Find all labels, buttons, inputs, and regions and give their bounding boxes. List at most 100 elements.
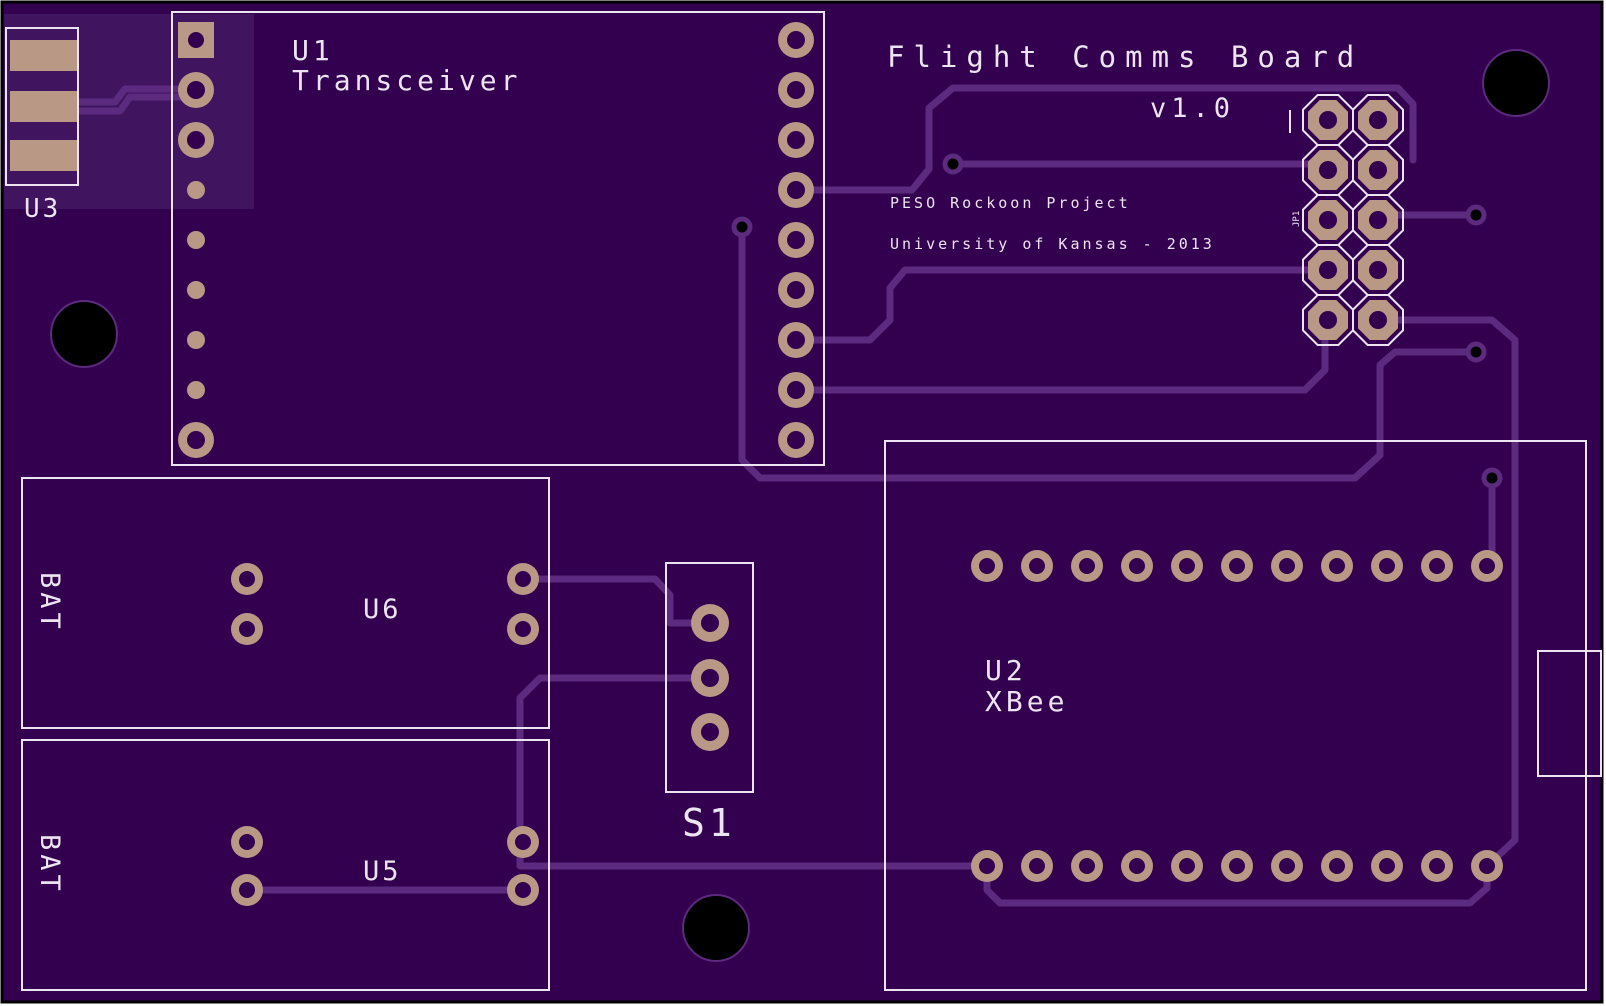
u3-pads (10, 40, 77, 171)
u2-pad-bottom-drill (979, 858, 995, 874)
u1-pad-small (187, 331, 205, 349)
u1-pad-small (187, 281, 205, 299)
u1-outline (171, 11, 825, 466)
trace-u3-u1-2 (74, 93, 200, 115)
jp1-pin-drill (1319, 311, 1337, 329)
jp1-pin-drill (1369, 261, 1387, 279)
u1-pad-drill (787, 31, 805, 49)
u1-pad-drill (787, 131, 805, 149)
u1-pad-drill (787, 181, 805, 199)
u1-pad-drill (187, 131, 205, 149)
u3-pad (10, 91, 77, 122)
trace-jp1-u2 (1374, 316, 1519, 870)
trace-u6-s1 (519, 575, 714, 627)
u1-pad-drill (787, 331, 805, 349)
u1-pad-drill (187, 81, 205, 99)
jp1-pin-drill (1319, 211, 1337, 229)
s1-pad-drill (701, 614, 719, 632)
u1-pad-drill (187, 431, 205, 449)
trace-u1-jp1-mid (792, 266, 1332, 344)
jp1-pin-drill (1369, 311, 1387, 329)
u2-pad-top-drill (1079, 558, 1095, 574)
trace-u2-bottom (983, 862, 1491, 907)
traces (74, 84, 1519, 907)
mounting-hole-left (50, 300, 118, 368)
u2-pad-top-drill (1279, 558, 1295, 574)
jp1-pin-drill (1319, 261, 1337, 279)
jp1-header (1302, 94, 1404, 346)
through-hole-pads (178, 22, 1503, 906)
u2-pad-bottom-drill (1029, 858, 1045, 874)
u2-pad-bottom-drill (1379, 858, 1395, 874)
u2-pad-top-drill (1229, 558, 1245, 574)
silkscreen-outlines (5, 11, 1602, 991)
u2-pad-bottom-drill (1229, 858, 1245, 874)
jp1-pin-drill (1369, 211, 1387, 229)
u2-pad-top-drill (1129, 558, 1145, 574)
s1-pad-drill (701, 669, 719, 687)
u1-ref-label: U1 (292, 34, 334, 67)
u2-ref-label: U2 (985, 654, 1027, 687)
s1-pad-drill (701, 723, 719, 741)
u2-pad-bottom-drill (1129, 858, 1145, 874)
mounting-hole-top-right (1482, 49, 1550, 117)
s1-ref-label: S1 (682, 801, 736, 845)
u1-pad-drill (787, 431, 805, 449)
u2-pad-top-drill (1479, 558, 1495, 574)
battery-pad-drill (239, 834, 255, 850)
mounting-holes (50, 49, 1550, 962)
u6-bat-label: BAT (34, 572, 65, 633)
u1-pad-drill (787, 81, 805, 99)
battery-pad-drill (515, 882, 531, 898)
jp1-pin-drill (1319, 161, 1337, 179)
u2-pad-top-drill (1429, 558, 1445, 574)
battery-pad-drill (515, 621, 531, 637)
trace-s1-u5 (516, 674, 991, 870)
u1-pad-small (187, 381, 205, 399)
u2-pad-top-drill (979, 558, 995, 574)
u1-pad-drill (787, 381, 805, 399)
u2-pad-bottom-drill (1429, 858, 1445, 874)
mounting-hole-bottom (682, 894, 750, 962)
via (942, 153, 964, 175)
jp1-pin-outline (1302, 294, 1354, 346)
project-name: PESO Rockoon Project (890, 194, 1131, 212)
u2-pad-bottom-drill (1329, 858, 1345, 874)
u2-outline (884, 440, 1587, 991)
vias (731, 153, 1503, 489)
u2-pad-bottom-drill (1179, 858, 1195, 874)
via (731, 216, 753, 238)
u3-pad (10, 40, 77, 71)
jp1-ref-label: JP1 (1292, 211, 1302, 227)
battery-pad-drill (239, 882, 255, 898)
u1-pin1-drill (188, 32, 204, 48)
u5-bat-label: BAT (34, 834, 65, 895)
organization: University of Kansas - 2013 (890, 235, 1215, 253)
u2-pad-top-drill (1029, 558, 1045, 574)
u2-antenna-outline (1537, 650, 1602, 777)
via (1481, 467, 1503, 489)
via (1465, 341, 1487, 363)
u3-outline (5, 27, 79, 186)
battery-pad-drill (239, 571, 255, 587)
trace-u3-u1-1 (74, 85, 200, 106)
trace-u1-jp1-bottom (792, 326, 1329, 394)
jp1-pin-drill (1369, 161, 1387, 179)
u2-pad-top-drill (1379, 558, 1395, 574)
u2-value-label: XBee (985, 685, 1068, 718)
via (1465, 204, 1487, 226)
trace-via-u1-loop (738, 223, 1480, 482)
u5-ref-label: U5 (363, 856, 402, 887)
board-title: Flight Comms Board (887, 40, 1363, 74)
u2-pad-top-drill (1179, 558, 1195, 574)
u2-pad-bottom-drill (1079, 858, 1095, 874)
jp1-pin-drill (1369, 111, 1387, 129)
s1-outline (665, 562, 754, 793)
battery-pad-drill (515, 571, 531, 587)
trace-u1-jp1-top (792, 84, 1417, 194)
u2-pad-bottom-drill (1479, 858, 1495, 874)
u6-outline (21, 477, 550, 729)
u1-pad-drill (787, 231, 805, 249)
u1-pad-drill (787, 281, 805, 299)
